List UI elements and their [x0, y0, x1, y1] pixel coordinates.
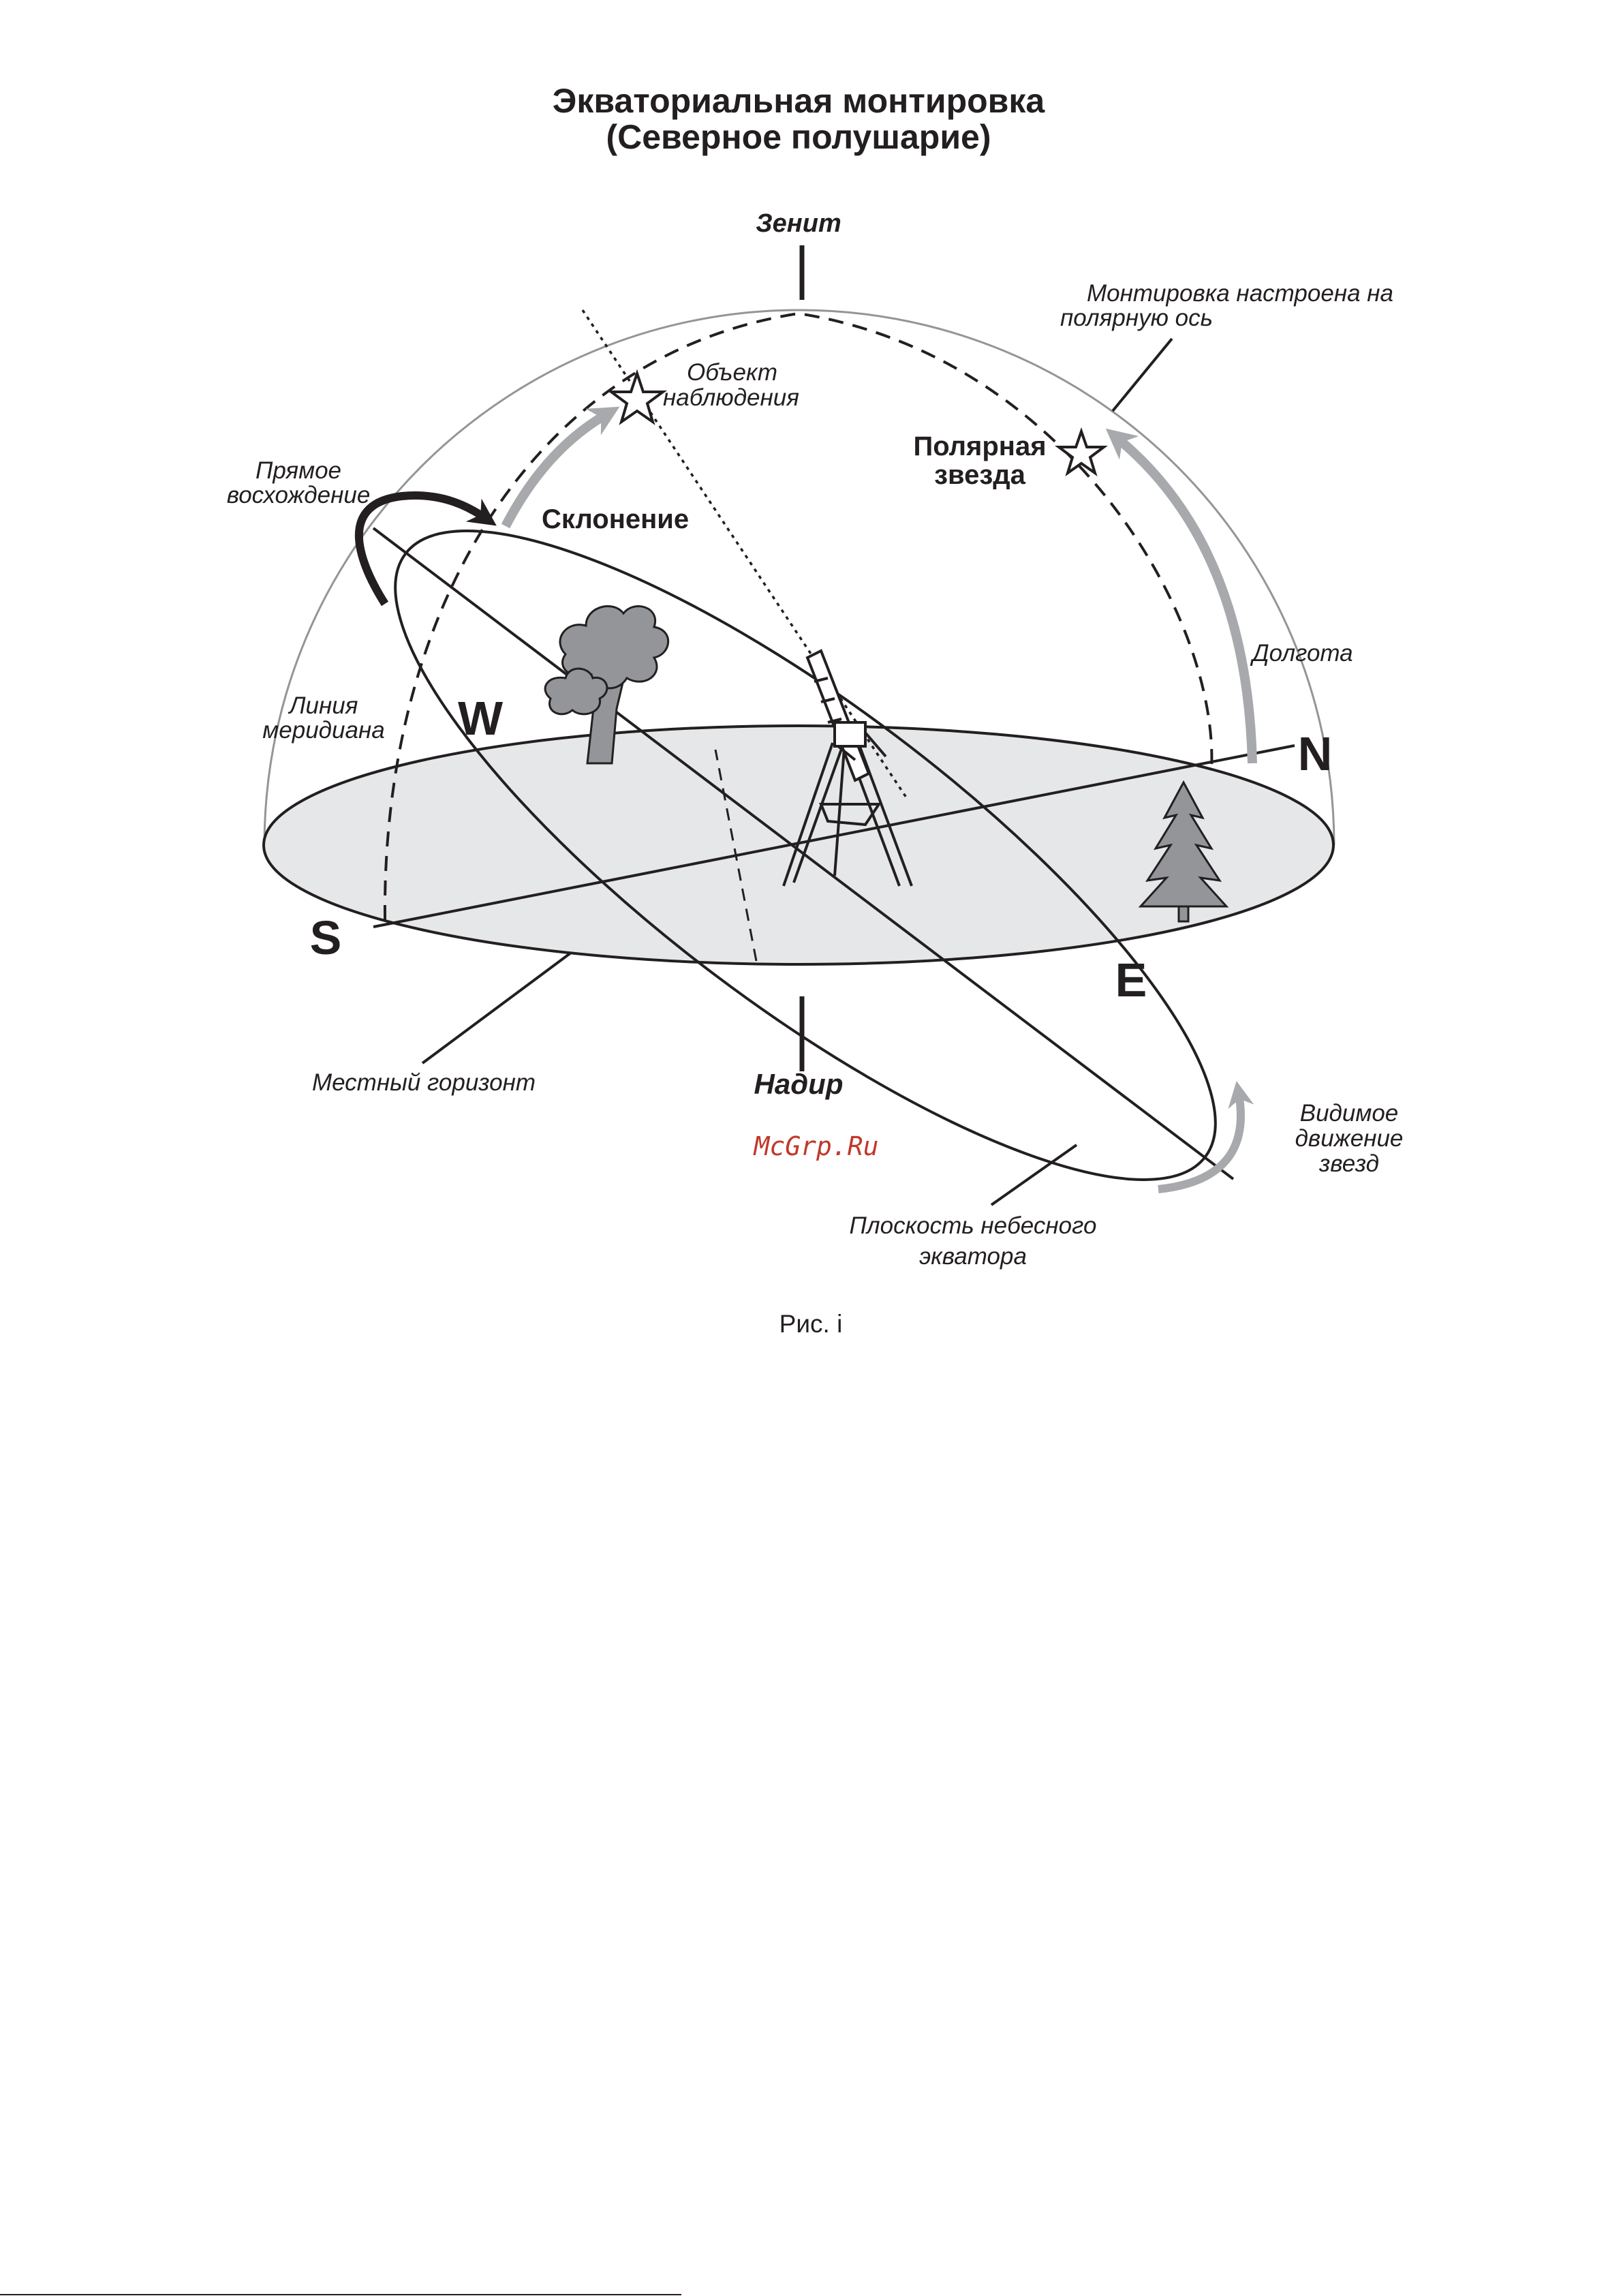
- meridian-label-line-1: Линия: [288, 692, 358, 719]
- longitude-label: Долгота: [1250, 640, 1353, 667]
- nadir-label: Надир: [754, 1068, 844, 1100]
- apparent-motion-label-line-3: звезд: [1318, 1150, 1379, 1177]
- right-ascension-arrow: [359, 495, 485, 604]
- mount-polar-label-line-1: Монтировка настроена на: [1087, 280, 1393, 307]
- title-line-1: Экваториальная монтировка: [553, 82, 1046, 120]
- equator-label-line-2: экватора: [919, 1243, 1027, 1270]
- ra-label-line-2: восхождение: [227, 482, 371, 508]
- equator-leader: [991, 1145, 1077, 1205]
- polaris-label-line-2: звезда: [934, 460, 1025, 490]
- object-star-icon: [611, 373, 663, 422]
- compass-north: N: [1298, 727, 1333, 780]
- apparent-motion-label-line-1: Видимое: [1300, 1100, 1399, 1127]
- equator-label-line-1: Плоскость небесного: [850, 1212, 1097, 1239]
- local-horizon-label: Местный горизонт: [312, 1069, 536, 1096]
- meridian-label-line-2: меридиана: [262, 717, 384, 744]
- title-line-2: (Северное полушарие): [606, 118, 991, 156]
- apparent-motion-label-line-2: движение: [1295, 1125, 1404, 1152]
- compass-west: W: [458, 692, 503, 745]
- polaris-label-line-1: Полярная: [913, 431, 1046, 461]
- mount-polar-label-line-2: полярную ось: [1060, 305, 1213, 331]
- declination-label: Склонение: [542, 504, 689, 534]
- horizon-leader: [422, 953, 571, 1063]
- longitude-arrow: [1117, 438, 1252, 763]
- watermark-text: McGrp.Ru: [752, 1131, 878, 1161]
- object-label-line-2: наблюдения: [663, 384, 799, 411]
- mount-polar-leader: [1113, 339, 1172, 411]
- compass-east: E: [1115, 953, 1147, 1007]
- figure-caption: Рис. i: [779, 1310, 843, 1338]
- zenith-label: Зенит: [756, 209, 841, 238]
- ra-label-line-1: Прямое: [256, 457, 341, 484]
- object-label-line-1: Объект: [687, 359, 777, 386]
- compass-south: S: [310, 911, 342, 964]
